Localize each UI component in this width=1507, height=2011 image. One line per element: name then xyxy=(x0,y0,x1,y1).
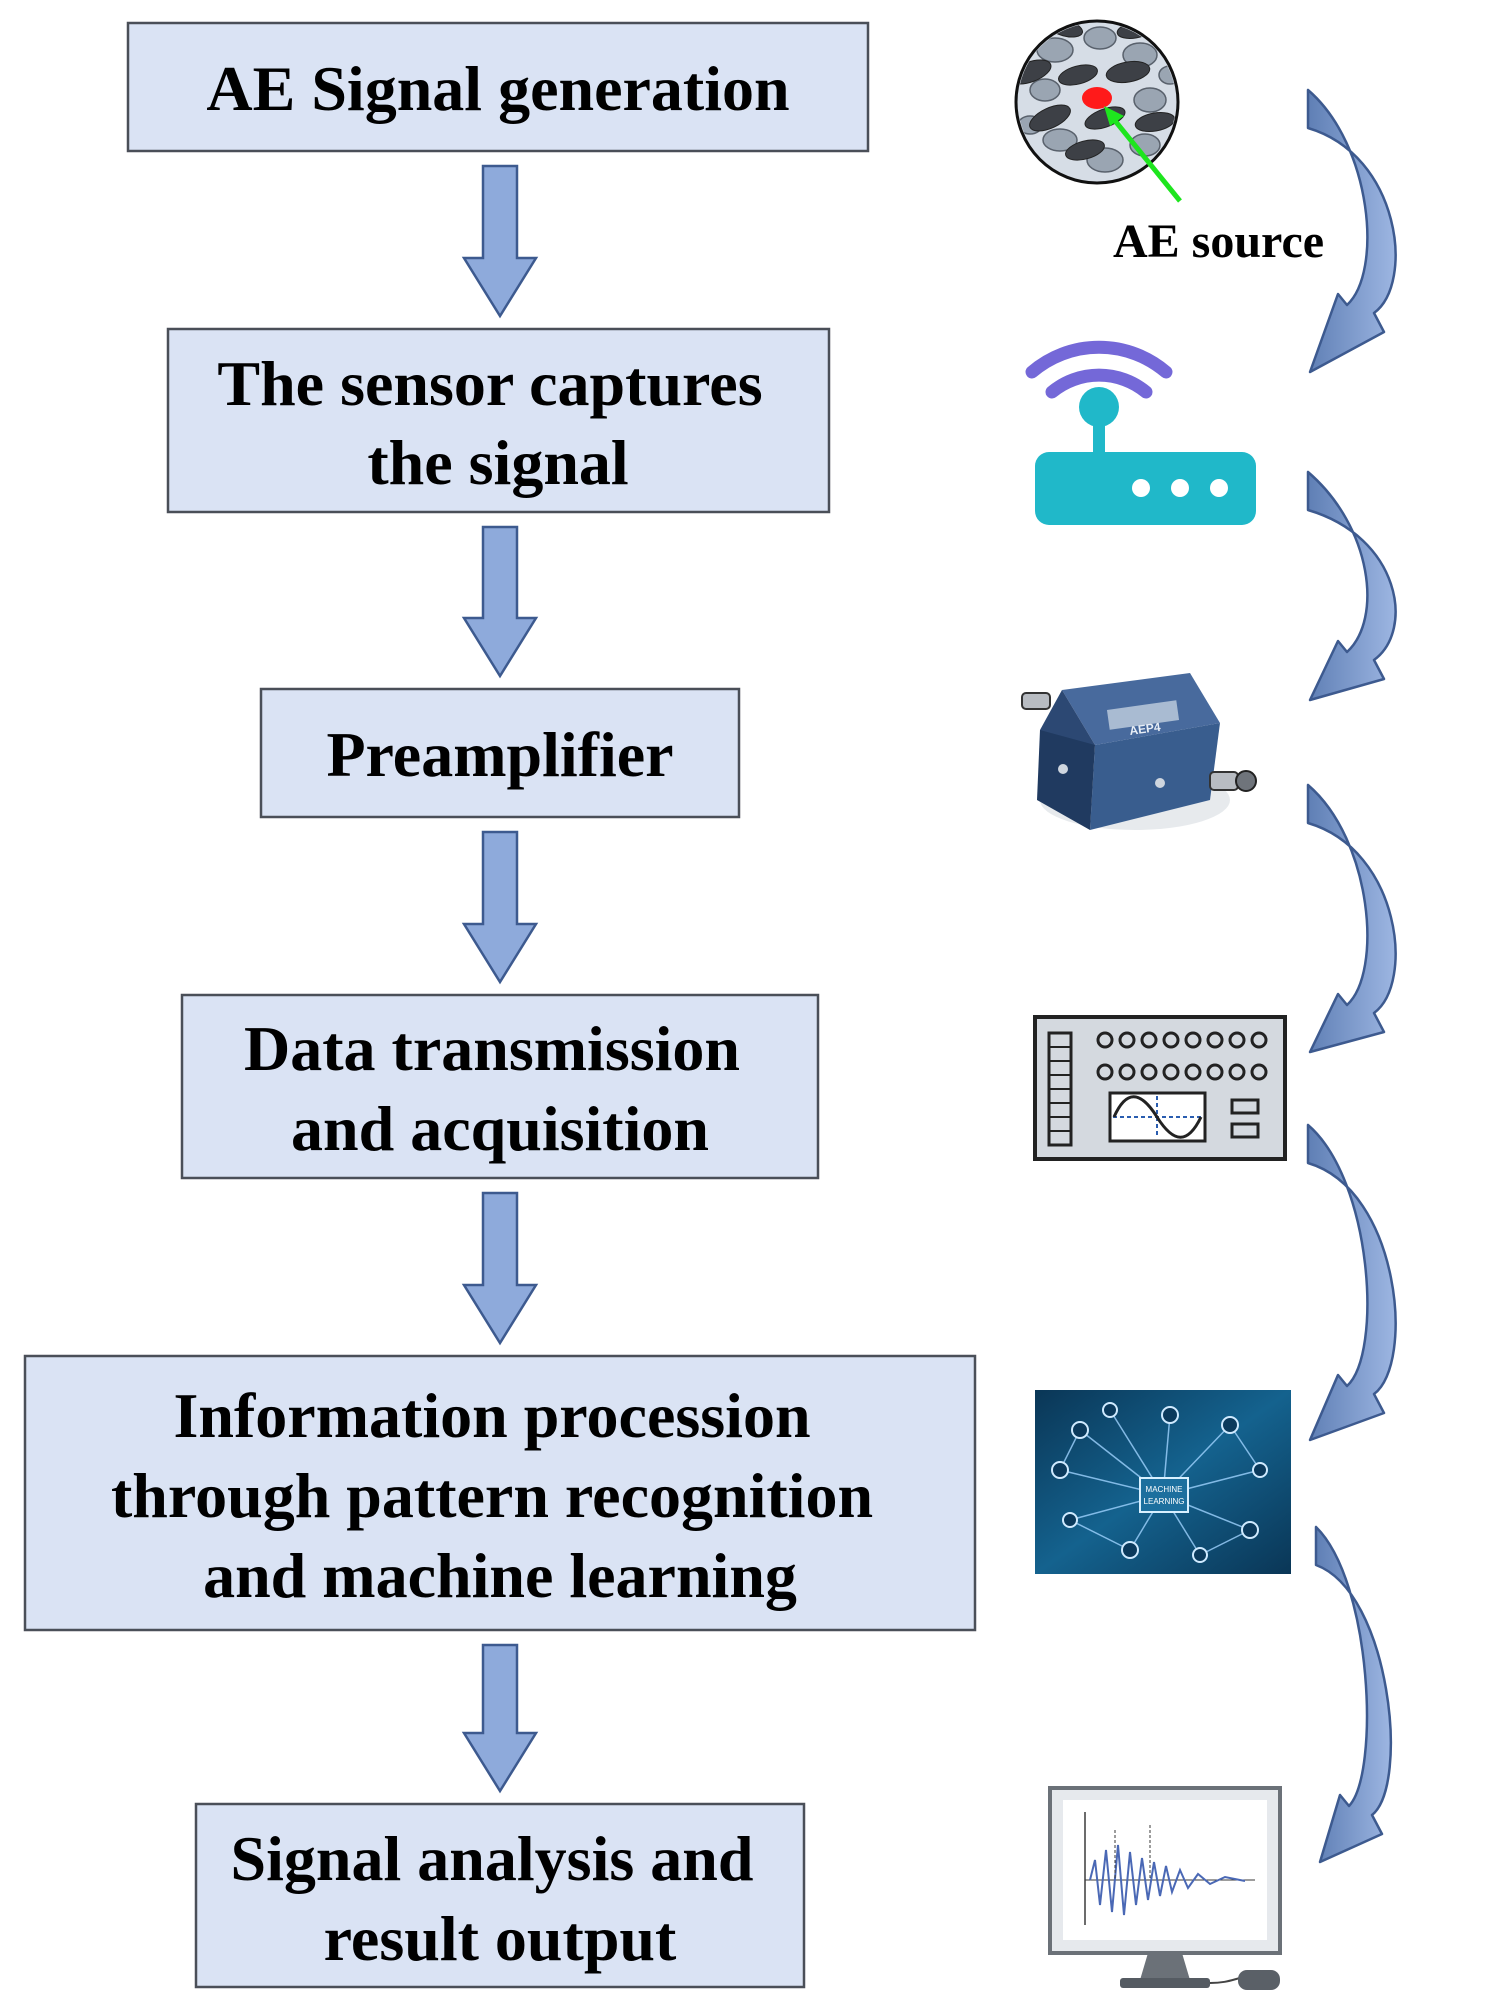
ae-source-icon xyxy=(1014,19,1182,203)
preamp-model-label: AEP4 xyxy=(1128,720,1161,738)
curved-arrow-4 xyxy=(1306,1123,1397,1442)
curved-arrow-3 xyxy=(1306,783,1397,1054)
step-1-line-1: AE Signal generation xyxy=(206,53,789,124)
ml-label-line-1: MACHINE xyxy=(1146,1485,1183,1494)
step-5-line-1: Information procession xyxy=(173,1380,810,1451)
step-3-line-1: Preamplifier xyxy=(326,719,673,790)
down-arrow-5 xyxy=(461,1643,539,1794)
svg-text:Data transmission and ac: Data transmission and acquisition xyxy=(244,1013,756,1164)
pointer-arrow-line xyxy=(1110,115,1182,203)
curved-arrow-5 xyxy=(1314,1525,1393,1864)
svg-text:Preamplifier: Preamplifier xyxy=(326,719,673,790)
curved-arrow-1 xyxy=(1306,88,1397,374)
down-arrow-2 xyxy=(461,525,539,679)
down-arrow-3 xyxy=(461,830,539,985)
acquisition-panel-icon xyxy=(1033,1015,1287,1161)
step-4-line-1: Data transmission xyxy=(244,1013,740,1084)
step-5-line-3: and machine learning xyxy=(203,1540,797,1611)
step-4-line-2: and acquisition xyxy=(291,1093,709,1164)
svg-text:Signal analysis and resu: Signal analysis and result output xyxy=(231,1823,770,1974)
ae-point-marker xyxy=(1082,87,1112,109)
preamplifier-device-icon: AEP4 xyxy=(1021,673,1257,830)
svg-text:The sensor captures the: The sensor captures the signal xyxy=(217,348,778,498)
step-box-5: Information procession through pattern r… xyxy=(23,1354,977,1632)
step-box-1: AE Signal generation xyxy=(126,21,870,153)
step-box-6: Signal analysis and result output xyxy=(194,1802,806,1989)
step-2-line-2: the signal xyxy=(367,427,628,498)
monitor-waveform-icon xyxy=(1048,1786,1282,1990)
svg-text:Information procession t: Information procession through pattern r… xyxy=(111,1380,889,1611)
step-6-line-2: result output xyxy=(324,1903,677,1974)
step-box-3: Preamplifier xyxy=(259,687,741,819)
ml-label-line-2: LEARNING xyxy=(1144,1497,1185,1506)
step-6-line-1: Signal analysis and xyxy=(231,1823,754,1894)
curved-arrow-2 xyxy=(1306,470,1397,702)
ae-source-label: AE source xyxy=(1113,215,1324,268)
step-2-line-1: The sensor captures xyxy=(217,348,762,419)
wifi-router-icon xyxy=(1025,340,1256,525)
step-box-4: Data transmission and acquisition xyxy=(180,993,820,1180)
svg-text:AE Signal generation: AE Signal generation xyxy=(206,53,789,124)
down-arrow-1 xyxy=(461,164,539,319)
down-arrow-4 xyxy=(461,1191,539,1346)
step-5-line-2: through pattern recognition xyxy=(111,1460,873,1531)
machine-learning-network-icon: MACHINE LEARNING xyxy=(1035,1390,1291,1574)
step-box-2: The sensor captures the signal xyxy=(166,327,831,514)
pointer-arrow-head xyxy=(1104,106,1124,126)
